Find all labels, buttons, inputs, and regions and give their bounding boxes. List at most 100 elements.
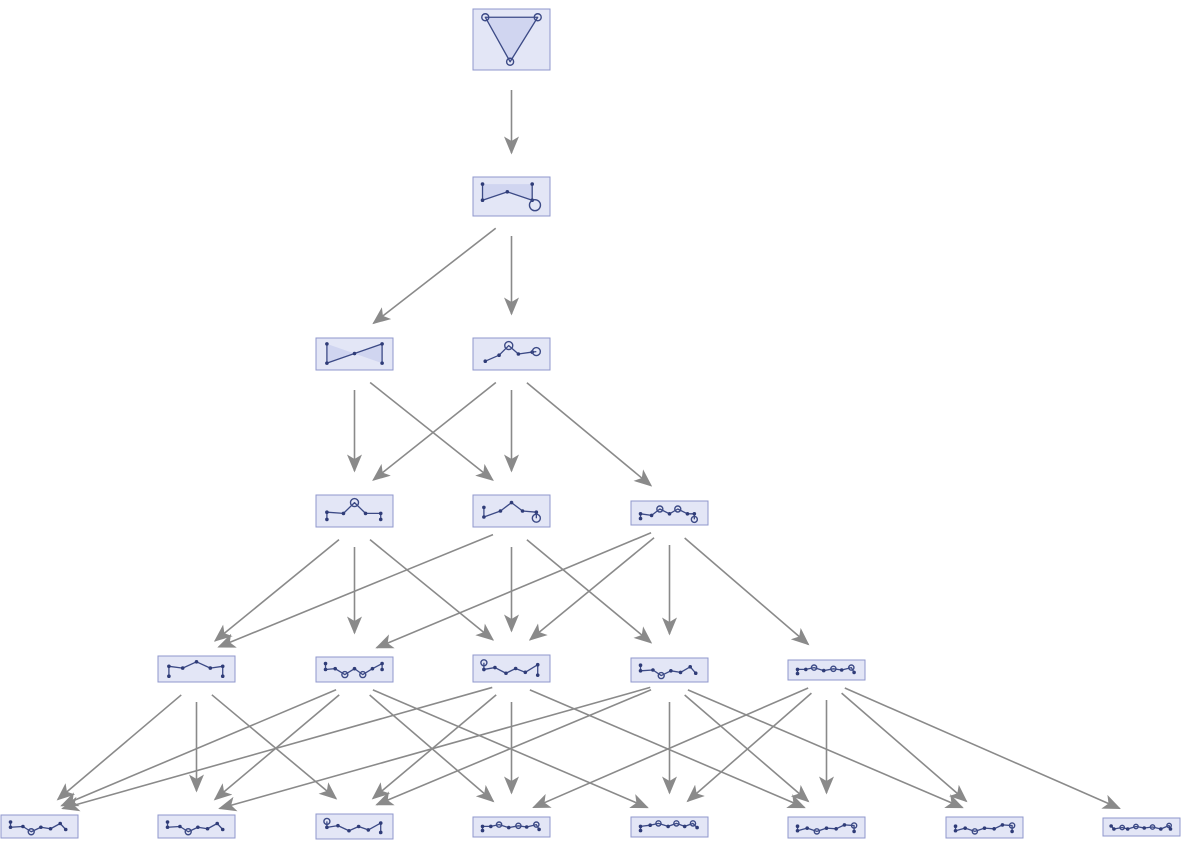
- glyph-path: [639, 665, 697, 677]
- glyph-vertex: [363, 511, 368, 516]
- glyph-vertex: [667, 512, 672, 516]
- glyph-vertex: [804, 667, 808, 672]
- glyph-ring: [813, 828, 821, 835]
- glyph-vertex: [8, 820, 13, 824]
- glyph-vertex: [325, 342, 329, 346]
- state-node-n3c[interactable]: [630, 500, 709, 526]
- glyph-vertex: [480, 828, 485, 833]
- state-node-n3a[interactable]: [315, 494, 394, 528]
- glyph-vertex: [982, 826, 987, 830]
- glyph-ring: [528, 198, 542, 212]
- state-node-n5e[interactable]: [630, 816, 709, 838]
- glyph-ring: [533, 13, 542, 22]
- state-node-n5h[interactable]: [1102, 817, 1181, 837]
- glyph-vertex: [638, 669, 643, 673]
- glyph-ring: [810, 664, 818, 671]
- glyph-vertex: [505, 190, 510, 194]
- edge-n2b-to-n3a: [372, 381, 497, 481]
- glyph-vertex: [513, 666, 518, 671]
- state-node-n2a[interactable]: [315, 337, 394, 371]
- glyph-vertex: [524, 825, 529, 829]
- glyph-vertex: [651, 668, 655, 672]
- state-node-n0[interactable]: [472, 8, 551, 71]
- glyph-vertex: [638, 824, 643, 829]
- glyph-vertex: [795, 667, 800, 672]
- edge-n4b-to-n5b: [213, 694, 340, 801]
- glyph-vertex: [480, 824, 485, 829]
- glyph-path: [166, 822, 224, 833]
- glyph-vertex: [688, 665, 692, 669]
- edge-n4e-to-n5g: [841, 692, 968, 803]
- glyph-vertex: [58, 821, 62, 826]
- edge-n4b-to-n5a: [60, 689, 337, 807]
- glyph-vertex: [953, 828, 958, 833]
- edge-n4c-to-n5a: [61, 686, 493, 812]
- node-frame: [157, 655, 236, 683]
- glyph-vertex: [795, 824, 800, 828]
- glyph-ring: [850, 822, 858, 829]
- glyph-vertex: [795, 671, 800, 676]
- glyph-vertex: [482, 505, 486, 510]
- glyph-ring: [349, 497, 360, 508]
- state-node-n4e[interactable]: [787, 659, 866, 681]
- glyph-vertex: [8, 825, 13, 830]
- glyph-vertex: [649, 513, 654, 518]
- glyph-vertex: [1125, 827, 1130, 831]
- state-node-n2b[interactable]: [472, 337, 551, 371]
- glyph-vertex: [834, 827, 838, 831]
- edge-n3c-to-n4b: [375, 531, 652, 649]
- edge-n4e-to-n5d: [532, 687, 809, 809]
- glyph-vertex: [21, 824, 25, 829]
- glyph-vertex: [963, 826, 967, 830]
- glyph-ring: [515, 822, 522, 830]
- glyph-path: [484, 16, 539, 63]
- glyph-vertex: [352, 666, 357, 671]
- state-node-n4c[interactable]: [472, 654, 551, 683]
- glyph-fill: [482, 184, 533, 201]
- glyph-vertex: [638, 828, 643, 833]
- glyph-ring: [341, 670, 349, 679]
- glyph-vertex: [685, 512, 690, 516]
- glyph-ring: [27, 828, 35, 836]
- glyph-vertex: [63, 827, 68, 832]
- state-node-n5a[interactable]: [0, 814, 79, 839]
- glyph-fill: [485, 17, 538, 62]
- state-node-n5d[interactable]: [472, 816, 551, 838]
- glyph-vertex: [534, 510, 539, 514]
- glyph-vertex: [482, 515, 486, 519]
- glyph-path: [483, 662, 539, 676]
- glyph-vertex: [336, 823, 340, 828]
- state-node-n5b[interactable]: [157, 814, 236, 839]
- glyph-path: [326, 821, 382, 833]
- glyph-vertex: [821, 668, 826, 673]
- edge-n3a-to-n4c: [369, 539, 495, 641]
- state-node-n5c[interactable]: [315, 813, 394, 840]
- edge-n2b-to-n3c: [526, 382, 653, 487]
- glyph-ring: [830, 665, 837, 673]
- glyph-vertex: [366, 828, 371, 832]
- glyph-vertex: [380, 667, 384, 672]
- edge-n3c-to-n4e: [684, 537, 810, 646]
- state-node-n5f[interactable]: [787, 816, 866, 839]
- glyph-vertex: [638, 663, 643, 667]
- edge-n4d-to-n5b: [218, 686, 651, 812]
- glyph-ring: [657, 671, 665, 680]
- glyph-ring: [504, 340, 514, 351]
- state-node-n4b[interactable]: [315, 656, 394, 683]
- edge-n3c-to-n4c: [528, 537, 655, 641]
- glyph-ring: [655, 820, 662, 827]
- glyph-vertex: [480, 182, 485, 186]
- state-node-n4a[interactable]: [157, 655, 236, 683]
- glyph-vertex: [493, 665, 497, 670]
- edge-layer: [56, 90, 1121, 812]
- glyph-vertex: [666, 824, 670, 829]
- state-node-n5g[interactable]: [945, 816, 1024, 839]
- glyph-vertex: [341, 511, 346, 516]
- state-node-n4d[interactable]: [630, 657, 709, 683]
- state-node-n3b[interactable]: [472, 494, 551, 528]
- glyph-vertex: [325, 517, 329, 522]
- state-node-n1[interactable]: [472, 176, 551, 217]
- glyph-vertex: [165, 825, 170, 830]
- glyph-vertex: [805, 826, 809, 830]
